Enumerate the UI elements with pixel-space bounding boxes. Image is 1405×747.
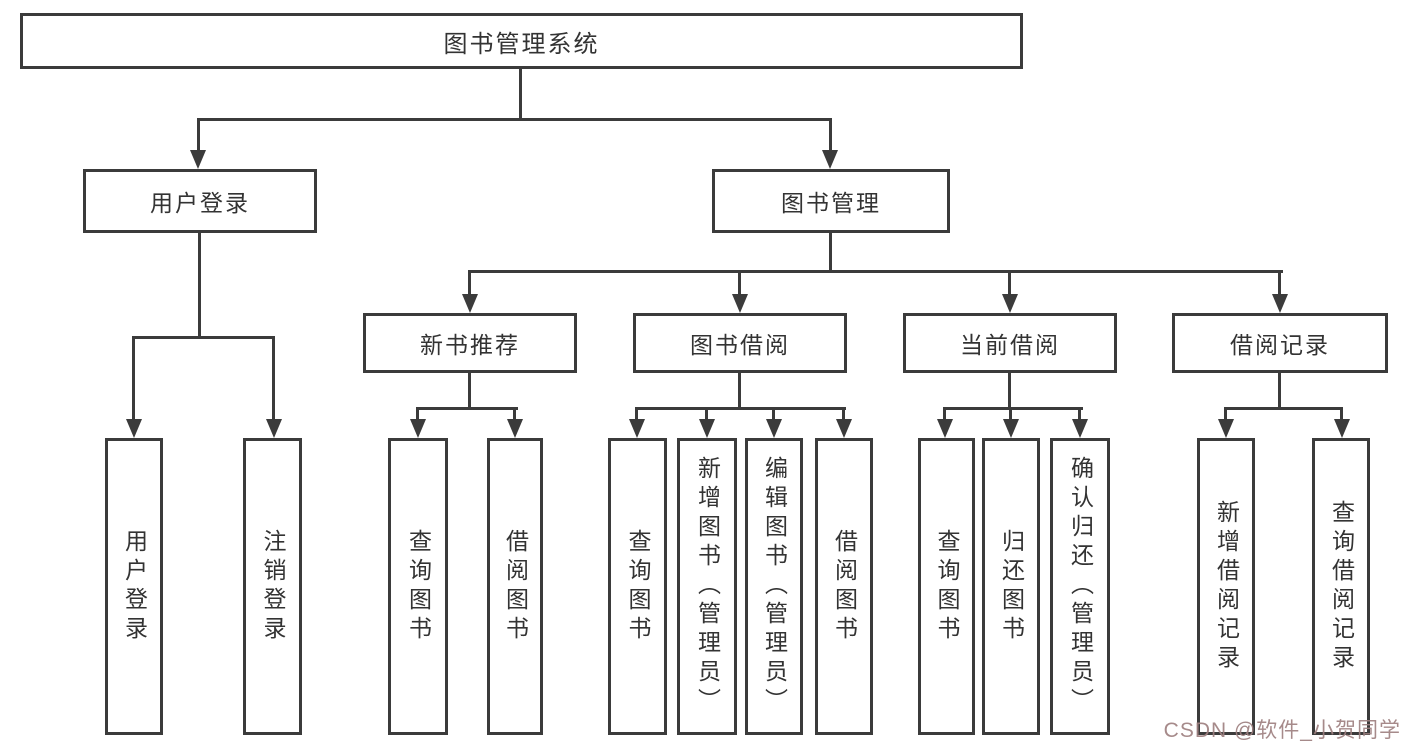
connector-line	[272, 336, 275, 421]
connector-line	[943, 407, 1083, 410]
leaf-add-borrow-record: 新增借阅记录	[1197, 438, 1255, 735]
node-label: 新增图书（管理员）	[694, 456, 721, 717]
arrowhead-down-icon	[1072, 419, 1088, 438]
connector-line	[829, 118, 832, 152]
connector-line	[132, 336, 135, 421]
node-label: 借阅图书	[831, 528, 858, 645]
leaf-confirm-return-admin: 确认归还（管理员）	[1050, 438, 1110, 735]
node-label: 借阅图书	[502, 528, 529, 645]
connector-line	[829, 233, 832, 270]
node-label: 查询图书	[934, 528, 960, 645]
connector-line	[738, 270, 741, 296]
connector-line	[943, 407, 946, 421]
arrowhead-down-icon	[410, 419, 426, 438]
leaf-return-books: 归还图书	[982, 438, 1040, 735]
connector-line	[1340, 407, 1343, 421]
node-label: 查询图书	[405, 528, 432, 645]
connector-line	[635, 407, 638, 421]
connector-line	[1278, 373, 1281, 407]
node-label: 归还图书	[998, 528, 1025, 645]
leaf-borrow-books: 借阅图书	[487, 438, 543, 735]
node-borrowing-records: 借阅记录	[1172, 313, 1388, 373]
connector-line	[705, 407, 708, 421]
arrowhead-down-icon	[937, 419, 953, 438]
node-label: 确认归还（管理员）	[1067, 456, 1094, 717]
connector-line	[416, 407, 518, 410]
node-label: 当前借阅	[960, 332, 1060, 358]
node-label: 查询借阅记录	[1328, 499, 1355, 674]
connector-line	[1008, 373, 1011, 407]
connector-line	[198, 233, 201, 336]
node-label: 图书管理	[781, 190, 881, 216]
arrowhead-down-icon	[766, 419, 782, 438]
node-label: 新增借阅记录	[1213, 499, 1240, 674]
arrowhead-down-icon	[1272, 294, 1288, 313]
connector-line	[635, 407, 846, 410]
leaf-add-books-admin: 新增图书（管理员）	[677, 438, 737, 735]
node-label: 图书管理系统	[443, 30, 600, 58]
connector-line	[772, 407, 775, 421]
leaf-borrow-books: 借阅图书	[815, 438, 873, 735]
arrowhead-down-icon	[732, 294, 748, 313]
leaf-logout: 注销登录	[243, 438, 302, 735]
arrowhead-down-icon	[507, 419, 523, 438]
connector-line	[468, 270, 1283, 273]
connector-line	[197, 118, 200, 152]
connector-line	[132, 336, 275, 339]
leaf-query-books: 查询图书	[918, 438, 975, 735]
arrowhead-down-icon	[629, 419, 645, 438]
node-user-login: 用户登录	[83, 169, 317, 233]
connector-line	[468, 373, 471, 407]
arrowhead-down-icon	[1218, 419, 1234, 438]
arrowhead-down-icon	[1002, 294, 1018, 313]
connector-line	[1009, 407, 1012, 421]
connector-line	[1078, 407, 1081, 421]
leaf-query-books: 查询图书	[608, 438, 667, 735]
node-label: 注销登录	[260, 528, 286, 645]
arrowhead-down-icon	[266, 419, 282, 438]
arrowhead-down-icon	[1334, 419, 1350, 438]
leaf-edit-books-admin: 编辑图书（管理员）	[745, 438, 803, 735]
arrowhead-down-icon	[822, 150, 838, 169]
connector-line	[519, 69, 522, 118]
connector-line	[842, 407, 845, 421]
arrowhead-down-icon	[699, 419, 715, 438]
leaf-query-books: 查询图书	[388, 438, 448, 735]
arrowhead-down-icon	[190, 150, 206, 169]
connector-line	[1224, 407, 1227, 421]
arrowhead-down-icon	[836, 419, 852, 438]
node-new-book-recommendation: 新书推荐	[363, 313, 577, 373]
node-label: 新书推荐	[420, 332, 520, 358]
node-label: 查询图书	[625, 528, 651, 645]
arrowhead-down-icon	[126, 419, 142, 438]
node-book-borrowing: 图书借阅	[633, 313, 847, 373]
leaf-query-borrow-record: 查询借阅记录	[1312, 438, 1370, 735]
node-label: 用户登录	[121, 528, 148, 645]
arrowhead-down-icon	[1003, 419, 1019, 438]
node-library-management-system: 图书管理系统	[20, 13, 1023, 69]
connector-line	[738, 373, 741, 407]
leaf-user-login: 用户登录	[105, 438, 163, 735]
connector-line	[1008, 270, 1011, 296]
csdn-watermark: CSDN @软件_小贺同学	[1163, 719, 1401, 742]
connector-line	[416, 407, 419, 421]
node-current-borrowing: 当前借阅	[903, 313, 1117, 373]
node-book-management: 图书管理	[712, 169, 950, 233]
node-label: 借阅记录	[1230, 332, 1330, 358]
connector-line	[1278, 270, 1281, 296]
connector-line	[468, 270, 471, 296]
connector-line	[513, 407, 516, 421]
node-label: 编辑图书（管理员）	[761, 456, 788, 717]
arrowhead-down-icon	[462, 294, 478, 313]
node-label: 图书借阅	[690, 332, 790, 358]
node-label: 用户登录	[150, 190, 250, 216]
connector-line	[197, 118, 832, 121]
connector-line	[1224, 407, 1343, 410]
